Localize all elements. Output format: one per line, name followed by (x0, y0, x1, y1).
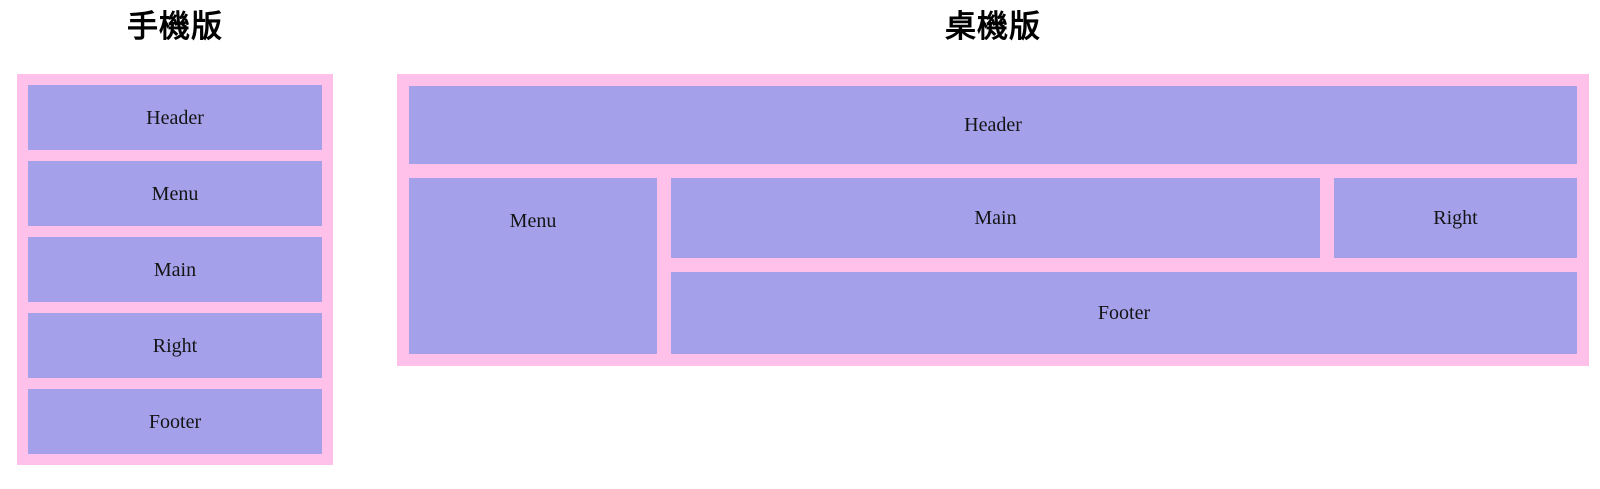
mobile-layout-container: Header Menu Main Right Footer (17, 74, 333, 465)
desktop-box-footer: Footer (671, 272, 1577, 354)
mobile-box-footer: Footer (28, 389, 322, 454)
desktop-box-menu: Menu (409, 178, 657, 354)
mobile-box-main: Main (28, 237, 322, 302)
mobile-panel-title: 手機版 (127, 9, 223, 44)
desktop-box-header: Header (409, 86, 1577, 164)
mobile-box-menu: Menu (28, 161, 322, 226)
mobile-box-right: Right (28, 313, 322, 378)
desktop-panel-title: 桌機版 (945, 9, 1041, 44)
desktop-layout-container: Header Menu Main Right Footer (397, 74, 1589, 366)
desktop-box-right: Right (1334, 178, 1577, 258)
mobile-box-header: Header (28, 85, 322, 150)
desktop-box-main: Main (671, 178, 1320, 258)
